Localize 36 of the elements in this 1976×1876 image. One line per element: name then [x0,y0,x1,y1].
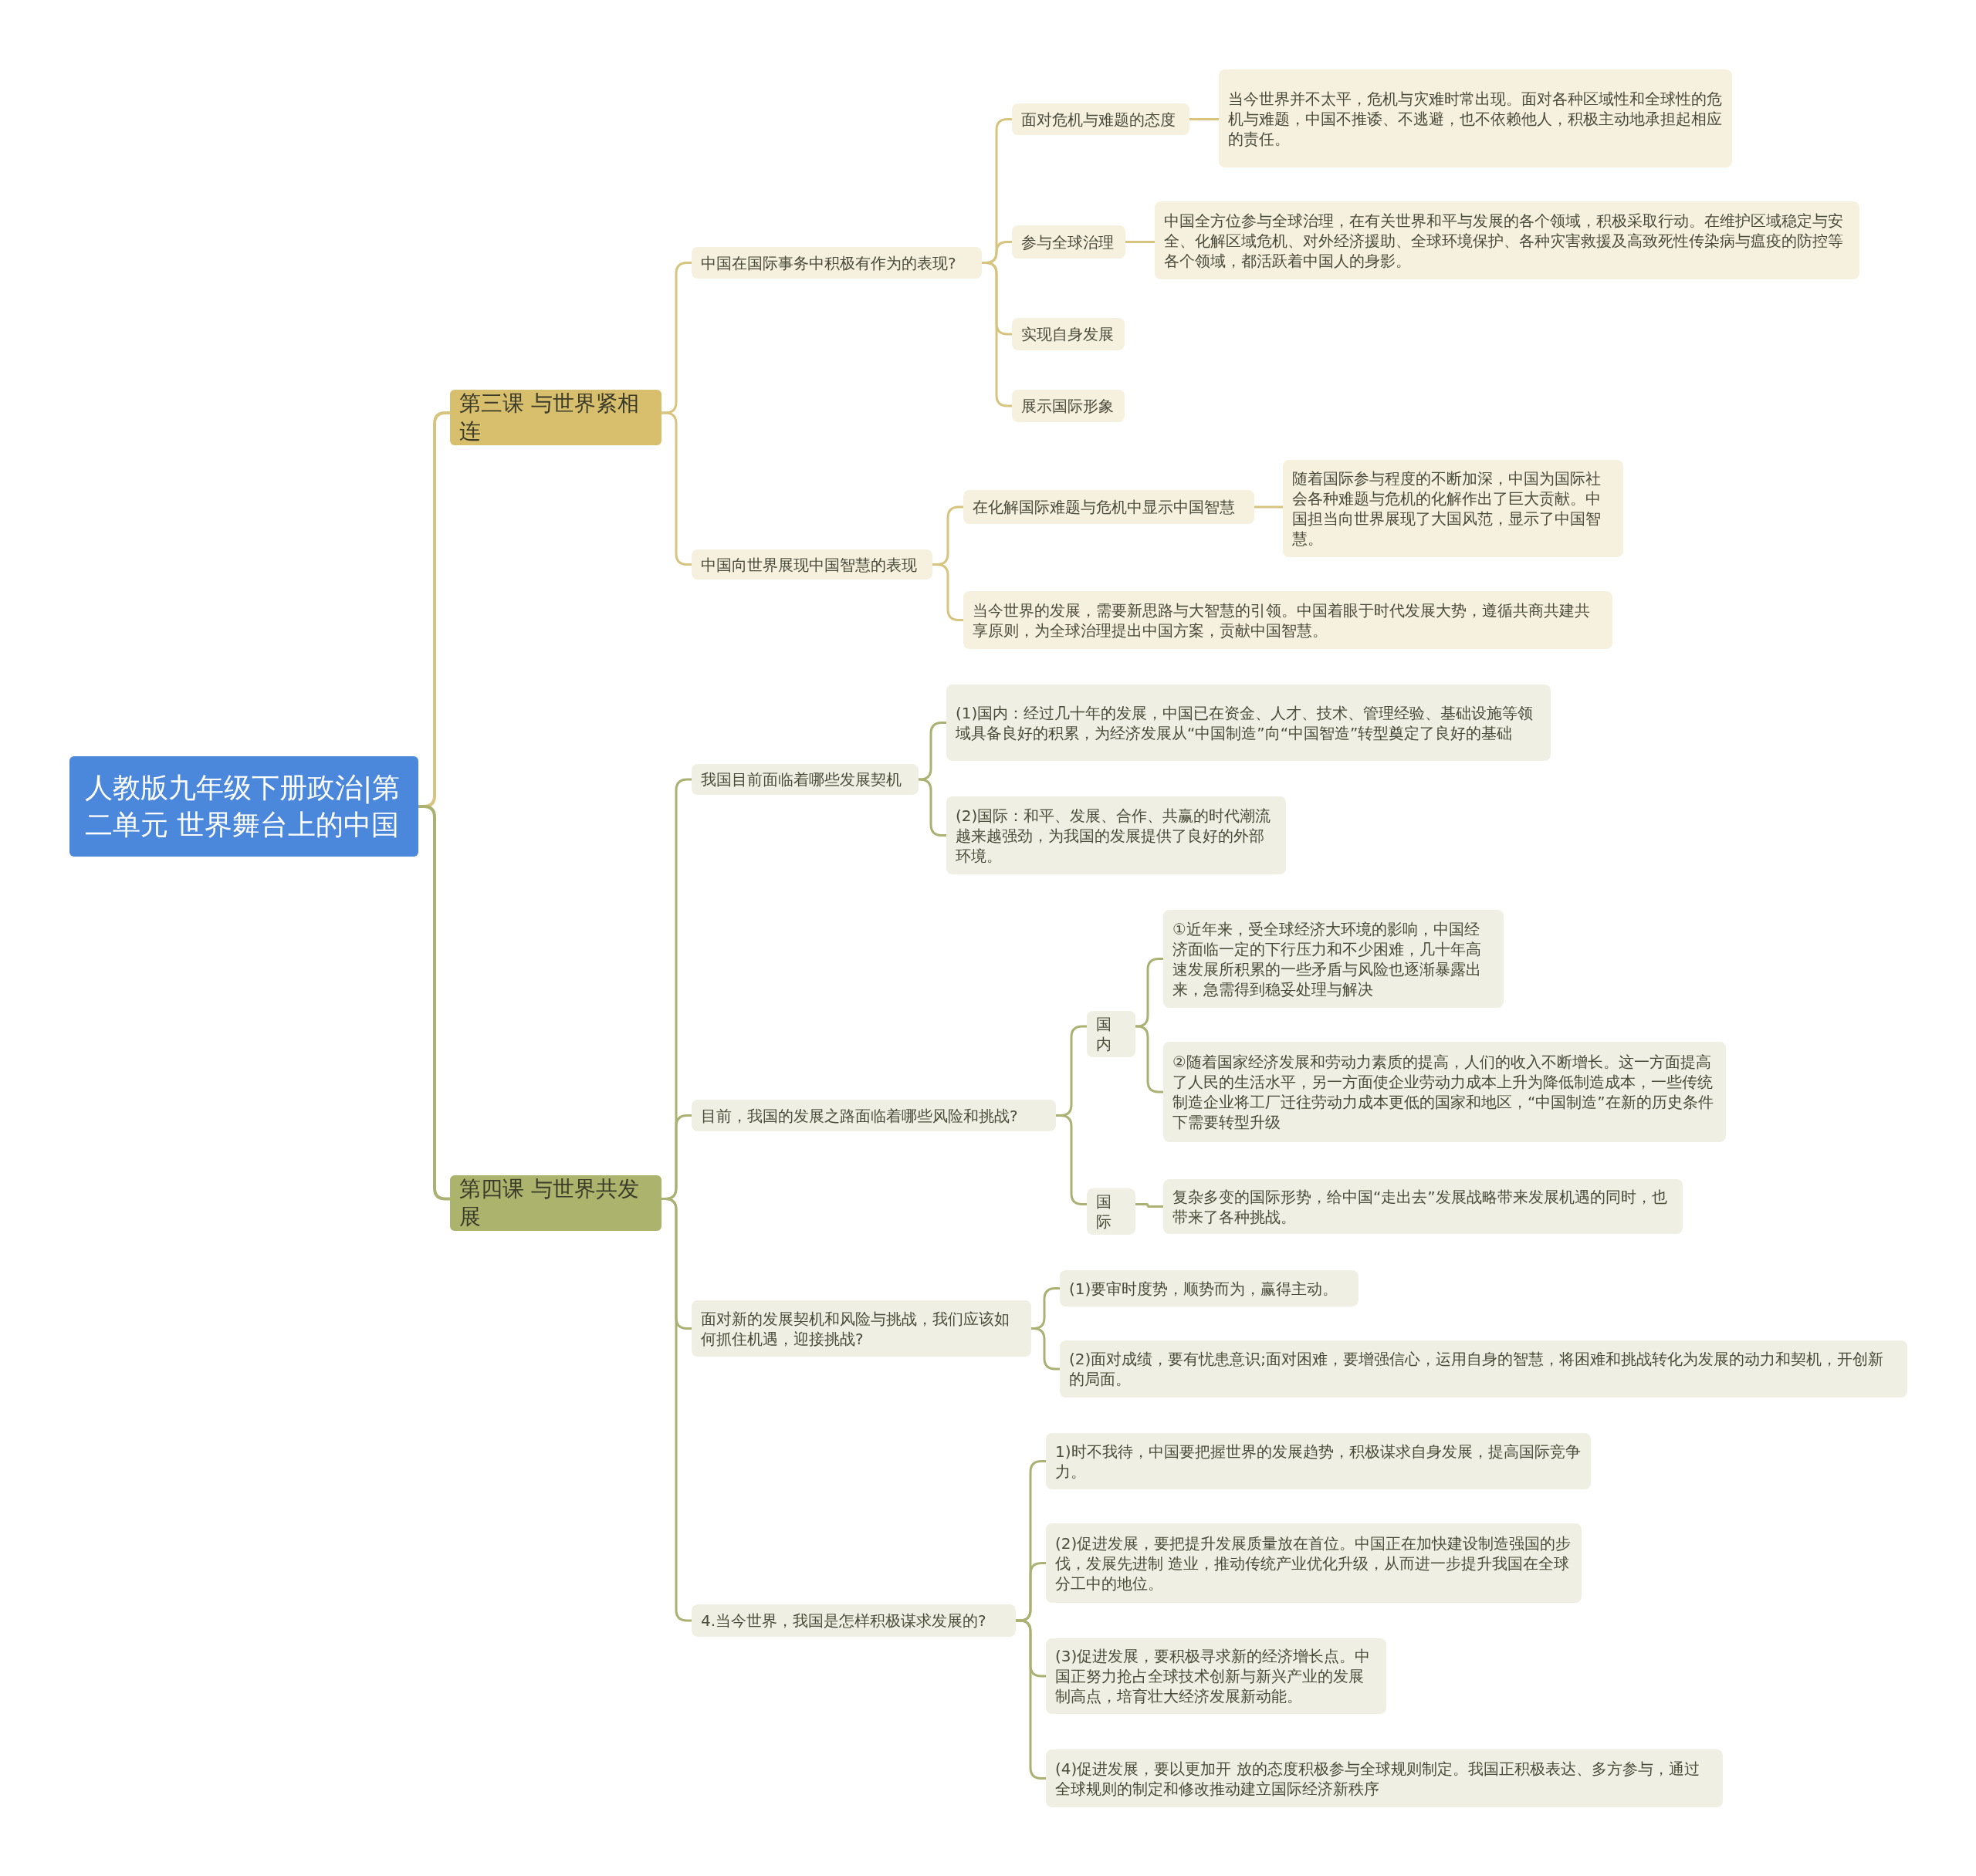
note-box: 当今世界并不太平，危机与灾难时常出现。面对各种区域性和全球性的危机与难题，中国不推诿、不逃避，也不依赖他人，积极主动地承担起相应的责任。 [1219,69,1732,167]
subtopic-box: 参与全球治理 [1012,225,1125,259]
subtopic-box: 展示国际形象 [1012,390,1125,422]
root-topic-box: 人教版九年级下册政治|第二单元 世界舞台上的中国 [69,756,418,857]
subtopic-box: 4.当今世界，我国是怎样积极谋求发展的? [692,1604,1016,1637]
subtopic-box: 中国向世界展现中国智慧的表现 [692,549,932,580]
connector-line [1125,241,1155,243]
subtopic-box: 目前，我国的发展之路面临着哪些风险和挑战? [692,1100,1056,1131]
note-box: (2)国际：和平、发展、合作、共赢的时代潮流越来越强劲，为我国的发展提供了良好的外部环境。 [946,796,1286,874]
subtopic-box: 面对危机与难题的态度 [1012,103,1189,135]
subtopic-box: 中国在国际事务中积极有作为的表现? [692,247,982,279]
note-box: (1)要审时度势，顺势而为，赢得主动。 [1060,1270,1358,1306]
note-box: (2)面对成绩，要有忧患意识;面对困难，要增强信心，运用自身的智慧，将困难和挑战转化为发展的动力和契机，开创新的局面。 [1060,1340,1907,1398]
note-box: (2)促进发展，要把提升发展质量放在首位。中国正在加快建设制造强国的步伐，发展先进制 造业，推动传统产业优化升级，从而进一步提升我国在全球分工中的地位。 [1046,1523,1582,1603]
connector-line [418,805,450,1201]
connector-line [1189,118,1219,120]
subtopic-box: 实现自身发展 [1012,318,1125,350]
note-box: ①近年来，受全球经济大环境的影响，中国经济面临一定的下行压力和不少困难，几十年高速发展所积累的一些矛盾与风险也逐渐暴露出来，急需得到稳妥处理与解决 [1163,910,1504,1008]
note-box: 1)时不我待，中国要把握世界的发展趋势，积极谋求自身发展，提高国际竞争力。 [1046,1433,1591,1489]
note-box: (4)促进发展，要以更加开 放的态度积极参与全球规则制定。我国正积极表达、多方参与，通过全球规则的制定和修改推动建立国际经济新秩序 [1046,1749,1723,1807]
connector-line [1254,505,1283,509]
connector-line [1135,1203,1163,1208]
subtopic-box: 在化解国际难题与危机中显示中国智慧 [963,490,1254,524]
main-topic-box: 第三课 与世界紧相连 [450,390,661,445]
note-box: (3)促进发展，要积极寻求新的经济增长点。中国正努力抢占全球技术创新与新兴产业的发展制高点，培育壮大经济发展新动能。 [1046,1638,1386,1714]
note-box: 中国全方位参与全球治理，在有关世界和平与发展的各个领域，积极采取行动。在维护区域稳定与安全、化解区域危机、对外经济援助、全球环境保护、各种灾害救援及高致死性传染病与瘟疫的防控等各个领域，都活跃着中国人的身影。 [1155,201,1859,279]
subtopic-box: 面对新的发展契机和风险与挑战，我们应该如何抓住机遇，迎接挑战? [692,1300,1031,1357]
subtopic-box: 国内 [1087,1011,1135,1057]
subtopic-box: 国际 [1087,1188,1135,1235]
note-box: (1)国内：经过几十年的发展，中国已在资金、人才、技术、管理经验、基础设施等领域具备良好的积累，为经济发展从“中国制造”向“中国智造”转型奠定了良好的基础 [946,684,1551,761]
note-box: 当今世界的发展，需要新思路与大智慧的引领。中国着眼于时代发展大势，遵循共商共建共享原则，为全球治理提出中国方案，贡献中国智慧。 [963,591,1612,649]
main-topic-box: 第四课 与世界共发展 [450,1175,661,1231]
note-box: 随着国际参与程度的不断加深，中国为国际社会各种难题与危机的化解作出了巨大贡献。中国担当向世界展现了大国风范，显示了中国智慧。 [1283,460,1623,557]
note-box: 复杂多变的国际形势，给中国“走出去”发展战略带来发展机遇的同时，也带来了各种挑战。 [1163,1179,1683,1234]
subtopic-box: 我国目前面临着哪些发展契机 [692,764,919,795]
note-box: ②随着国家经济发展和劳动力素质的提高，人们的收入不断增长。这一方面提高了人民的生活水平，另一方面使企业劳动力成本上升为降低制造成本，一些传统制造企业将工厂迁往劳动力成本更低的国家和地区，“中国制造”在新的历史条件下需要转型升级 [1163,1042,1726,1142]
